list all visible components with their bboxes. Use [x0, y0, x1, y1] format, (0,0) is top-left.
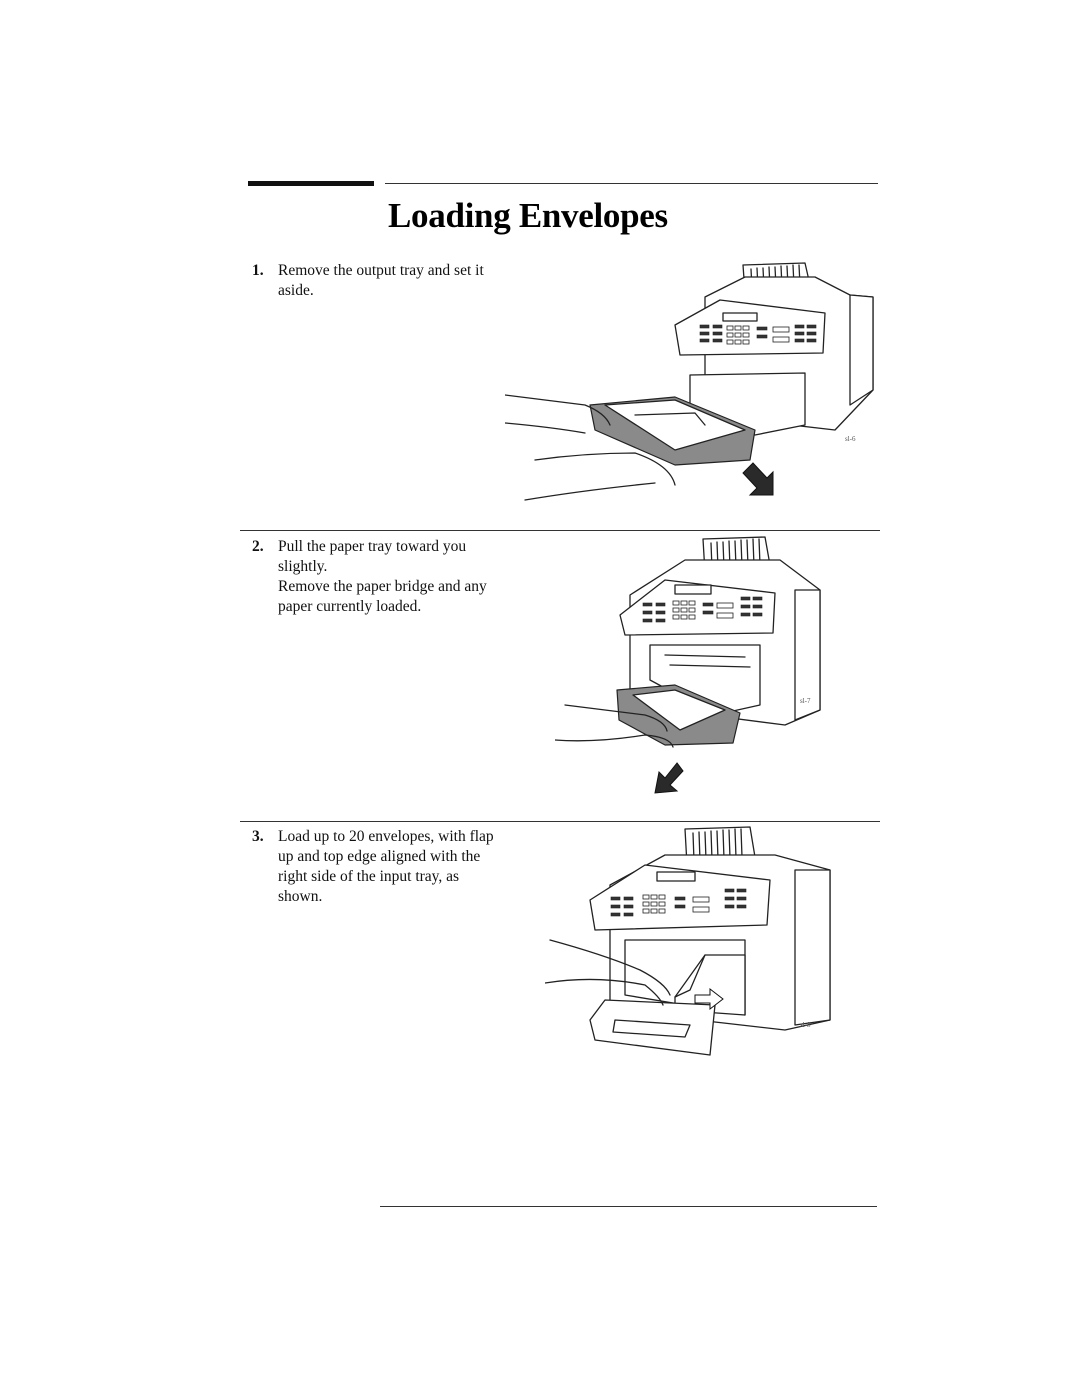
figure-2-label: sl-7 [800, 697, 811, 705]
figure-pull-paper-tray: sl-7 [555, 536, 821, 794]
step-2-text-1: Pull the paper tray toward you slightly. [278, 538, 467, 575]
step-2-number: 2. [252, 538, 264, 555]
page-title: Loading Envelopes [388, 196, 668, 235]
step-2: 2. Pull the paper tray toward you slight… [252, 537, 502, 617]
step-2-text-2: Remove the paper bridge and any paper cu… [278, 578, 487, 615]
footer-rule [380, 1206, 877, 1207]
step-3-text: Load up to 20 envelopes, with flap up an… [278, 828, 494, 905]
step-1-separator [240, 530, 880, 531]
header-thick-rule [248, 181, 374, 186]
figure-remove-output-tray: sl-6 [505, 262, 874, 501]
step-1-text: Remove the output tray and set it aside. [278, 262, 484, 299]
step-1: 1. Remove the output tray and set it asi… [252, 261, 502, 301]
step-3-number: 3. [252, 828, 264, 845]
figure-3-label: sl-8 [800, 1021, 811, 1029]
figure-load-envelopes: sl-8 [545, 826, 831, 1056]
figure-1-label: sl-6 [845, 435, 856, 443]
step-3: 3. Load up to 20 envelopes, with flap up… [252, 827, 502, 907]
header-thin-rule [385, 183, 878, 184]
step-1-number: 1. [252, 262, 264, 279]
step-2-separator [240, 821, 880, 822]
